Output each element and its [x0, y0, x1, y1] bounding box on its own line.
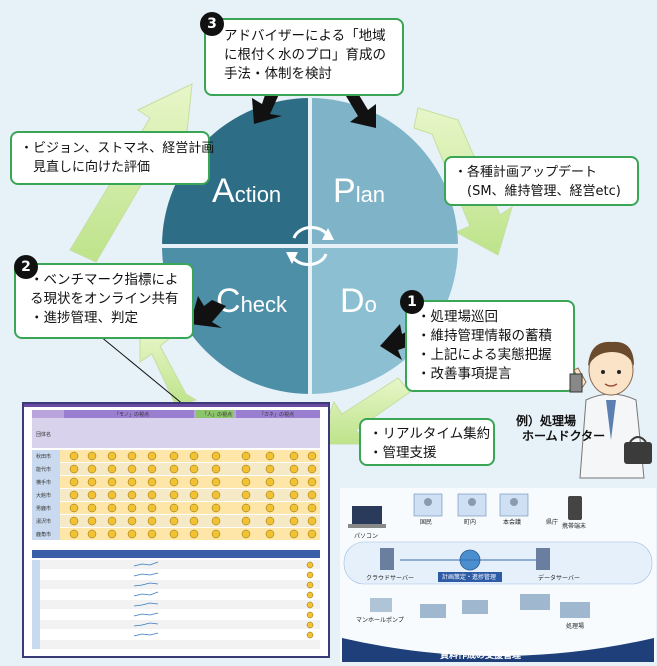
dashboard-connector-line: [99, 335, 191, 411]
realtime-box: ・リアルタイム集約 ・管理支援: [359, 418, 495, 466]
node-honkaigi: 本会議: [503, 518, 521, 526]
label-check: Check: [216, 282, 288, 320]
quadrant-action: [162, 98, 310, 246]
dashboard-row-5: 男鹿市: [36, 505, 51, 512]
node-cloud-server: クラウドサーバー: [366, 574, 414, 582]
quadrant-do: [310, 246, 458, 394]
dashboard-content: 「モノ」の視点 「人」の視点 「カネ」の視点 団体名 秋田市 能代市 横手市 大…: [24, 404, 328, 649]
step-number-3: 3: [200, 12, 224, 36]
doctor-illustration: [569, 341, 652, 479]
node-planning: 計画策定・進捗管理: [442, 573, 496, 581]
doctor-caption: 例）処理場 ホームドクター: [516, 414, 606, 443]
label-action: Action: [212, 172, 282, 210]
node-chonai: 町内: [464, 518, 476, 526]
review-box: ・ビジョン、ストマネ、経営計画 見直しに向けた評価: [10, 131, 214, 185]
step-number-2: 2: [14, 255, 38, 279]
arrow-do-to-check: [317, 377, 411, 445]
dashboard-lower-rows: [32, 560, 320, 649]
dashboard-row-1: 秋田市: [36, 453, 51, 460]
advisor-box: アドバイザーによる「地域 に根付く水のプロ」育成の 手法・体制を検討: [204, 18, 404, 96]
dashboard-row-6: 湯沢市: [36, 518, 51, 525]
node-treatment-plant: 処理場: [566, 622, 584, 630]
step-number-1: 1: [400, 290, 424, 314]
pdca-circle: [160, 96, 460, 396]
dashboard-row-2: 能代市: [36, 466, 51, 473]
dashboard-row-3: 横手市: [36, 479, 51, 486]
dashboard-group-mono: 「モノ」の視点: [114, 411, 149, 418]
node-mobile: 携帯端末: [562, 522, 586, 530]
benchmark-box: ・ベンチマーク指標によ る現状をオンライン共有 ・進捗管理、判定: [14, 263, 194, 339]
label-do: Do: [340, 282, 377, 320]
dashboard-left-header: 団体名: [36, 431, 51, 438]
node-manhole-pump: マンホールポンプ: [356, 616, 404, 624]
node-pc: パソコン: [354, 533, 378, 540]
dashboard-group-kane: 「カネ」の視点: [259, 411, 294, 418]
label-plan: Plan: [333, 172, 386, 210]
network-banner: 資料作成の支援管理: [440, 649, 521, 661]
cycle-center-icon: [290, 225, 330, 267]
arrow-benchmark-check: [190, 296, 226, 328]
network-diagram: 国民 町内 本会議 県庁 携帯端末 パソコン クラウドサーバー データサーバー …: [340, 488, 656, 662]
dashboard-group-hito: 「人」の視点: [202, 411, 232, 418]
dashboard-row-4: 大館市: [36, 492, 51, 499]
node-kencho: 県庁: [546, 518, 558, 526]
dashboard-lower-faces: [306, 561, 314, 639]
node-data-server: データサーバー: [538, 574, 580, 582]
dashboard-face-icons: [69, 451, 317, 539]
inspection-box: ・処理場巡回 ・維持管理情報の蓄積 ・上記による実態把握 ・改善事項提言: [405, 300, 575, 392]
update-box: ・各種計画アップデート (SM、維持管理、経営etc): [444, 156, 639, 206]
arrow-advisor-plan: [346, 90, 376, 128]
node-kokumin: 国民: [420, 519, 432, 526]
quadrant-check: [162, 246, 310, 394]
dashboard-row-7: 鹿角市: [36, 531, 51, 538]
quadrant-plan: [310, 98, 458, 246]
benchmark-dashboard: 「モノ」の視点 「人」の視点 「カネ」の視点 団体名 秋田市 能代市 横手市 大…: [22, 402, 330, 658]
network-content: 国民 町内 本会議 県庁 携帯端末 パソコン クラウドサーバー データサーバー …: [342, 493, 654, 662]
dashboard-trend-lines: [133, 561, 159, 637]
